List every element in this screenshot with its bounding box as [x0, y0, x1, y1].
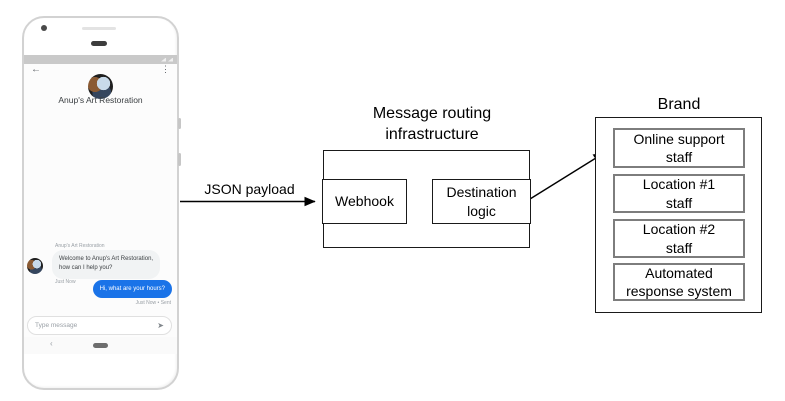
- send-icon[interactable]: ➤: [157, 320, 164, 330]
- arrow-destination-to-brand: [529, 152, 605, 200]
- brand-item-automated-response: Automated response system: [613, 263, 745, 301]
- business-avatar-small: [27, 258, 43, 274]
- chat-title: Anup's Art Restoration: [58, 95, 143, 105]
- nav-home-button[interactable]: [93, 343, 108, 348]
- signal-icon: [161, 57, 166, 62]
- json-payload-label: JSON payload: [204, 181, 295, 197]
- destination-logic-box: Destination logic: [432, 179, 531, 224]
- brand-item-online-support: Online support staff: [613, 128, 745, 168]
- business-avatar: [88, 74, 113, 99]
- android-nav-bar: ‹: [24, 337, 177, 354]
- back-icon[interactable]: ←: [31, 64, 41, 75]
- brand-item-location-2: Location #2 staff: [613, 219, 745, 258]
- message-input[interactable]: Type message ➤: [27, 316, 172, 335]
- webhook-box: Webhook: [322, 179, 407, 224]
- outgoing-message-bubble: Hi, what are your hours?: [92, 280, 172, 299]
- status-bar: [24, 55, 177, 64]
- front-camera-icon: [41, 25, 47, 31]
- wifi-icon: [168, 57, 173, 62]
- incoming-message-bubble: Welcome to Anup's Art Restoration, how c…: [52, 250, 161, 279]
- nav-back-icon[interactable]: ‹: [50, 339, 53, 348]
- overflow-menu-icon[interactable]: ⋮: [161, 64, 170, 74]
- volume-button: [178, 153, 181, 166]
- incoming-timestamp: Just Now: [55, 279, 76, 285]
- message-input-placeholder: Type message: [35, 322, 78, 329]
- speaker-grill-icon: [82, 27, 116, 30]
- phone-mockup: ← ⋮ Anup's Art Restoration Anup's Art Re…: [22, 16, 181, 390]
- earpiece-icon: [91, 41, 107, 46]
- brand-title: Brand: [657, 96, 701, 113]
- outgoing-status: Just Now • Sent: [135, 300, 171, 306]
- sender-label: Anup's Art Restoration: [55, 243, 105, 249]
- power-button: [178, 118, 181, 129]
- routing-infrastructure-title: Message routing infrastructure: [372, 105, 492, 143]
- brand-item-location-1: Location #1 staff: [613, 174, 745, 213]
- phone-screen: ← ⋮ Anup's Art Restoration Anup's Art Re…: [24, 55, 177, 354]
